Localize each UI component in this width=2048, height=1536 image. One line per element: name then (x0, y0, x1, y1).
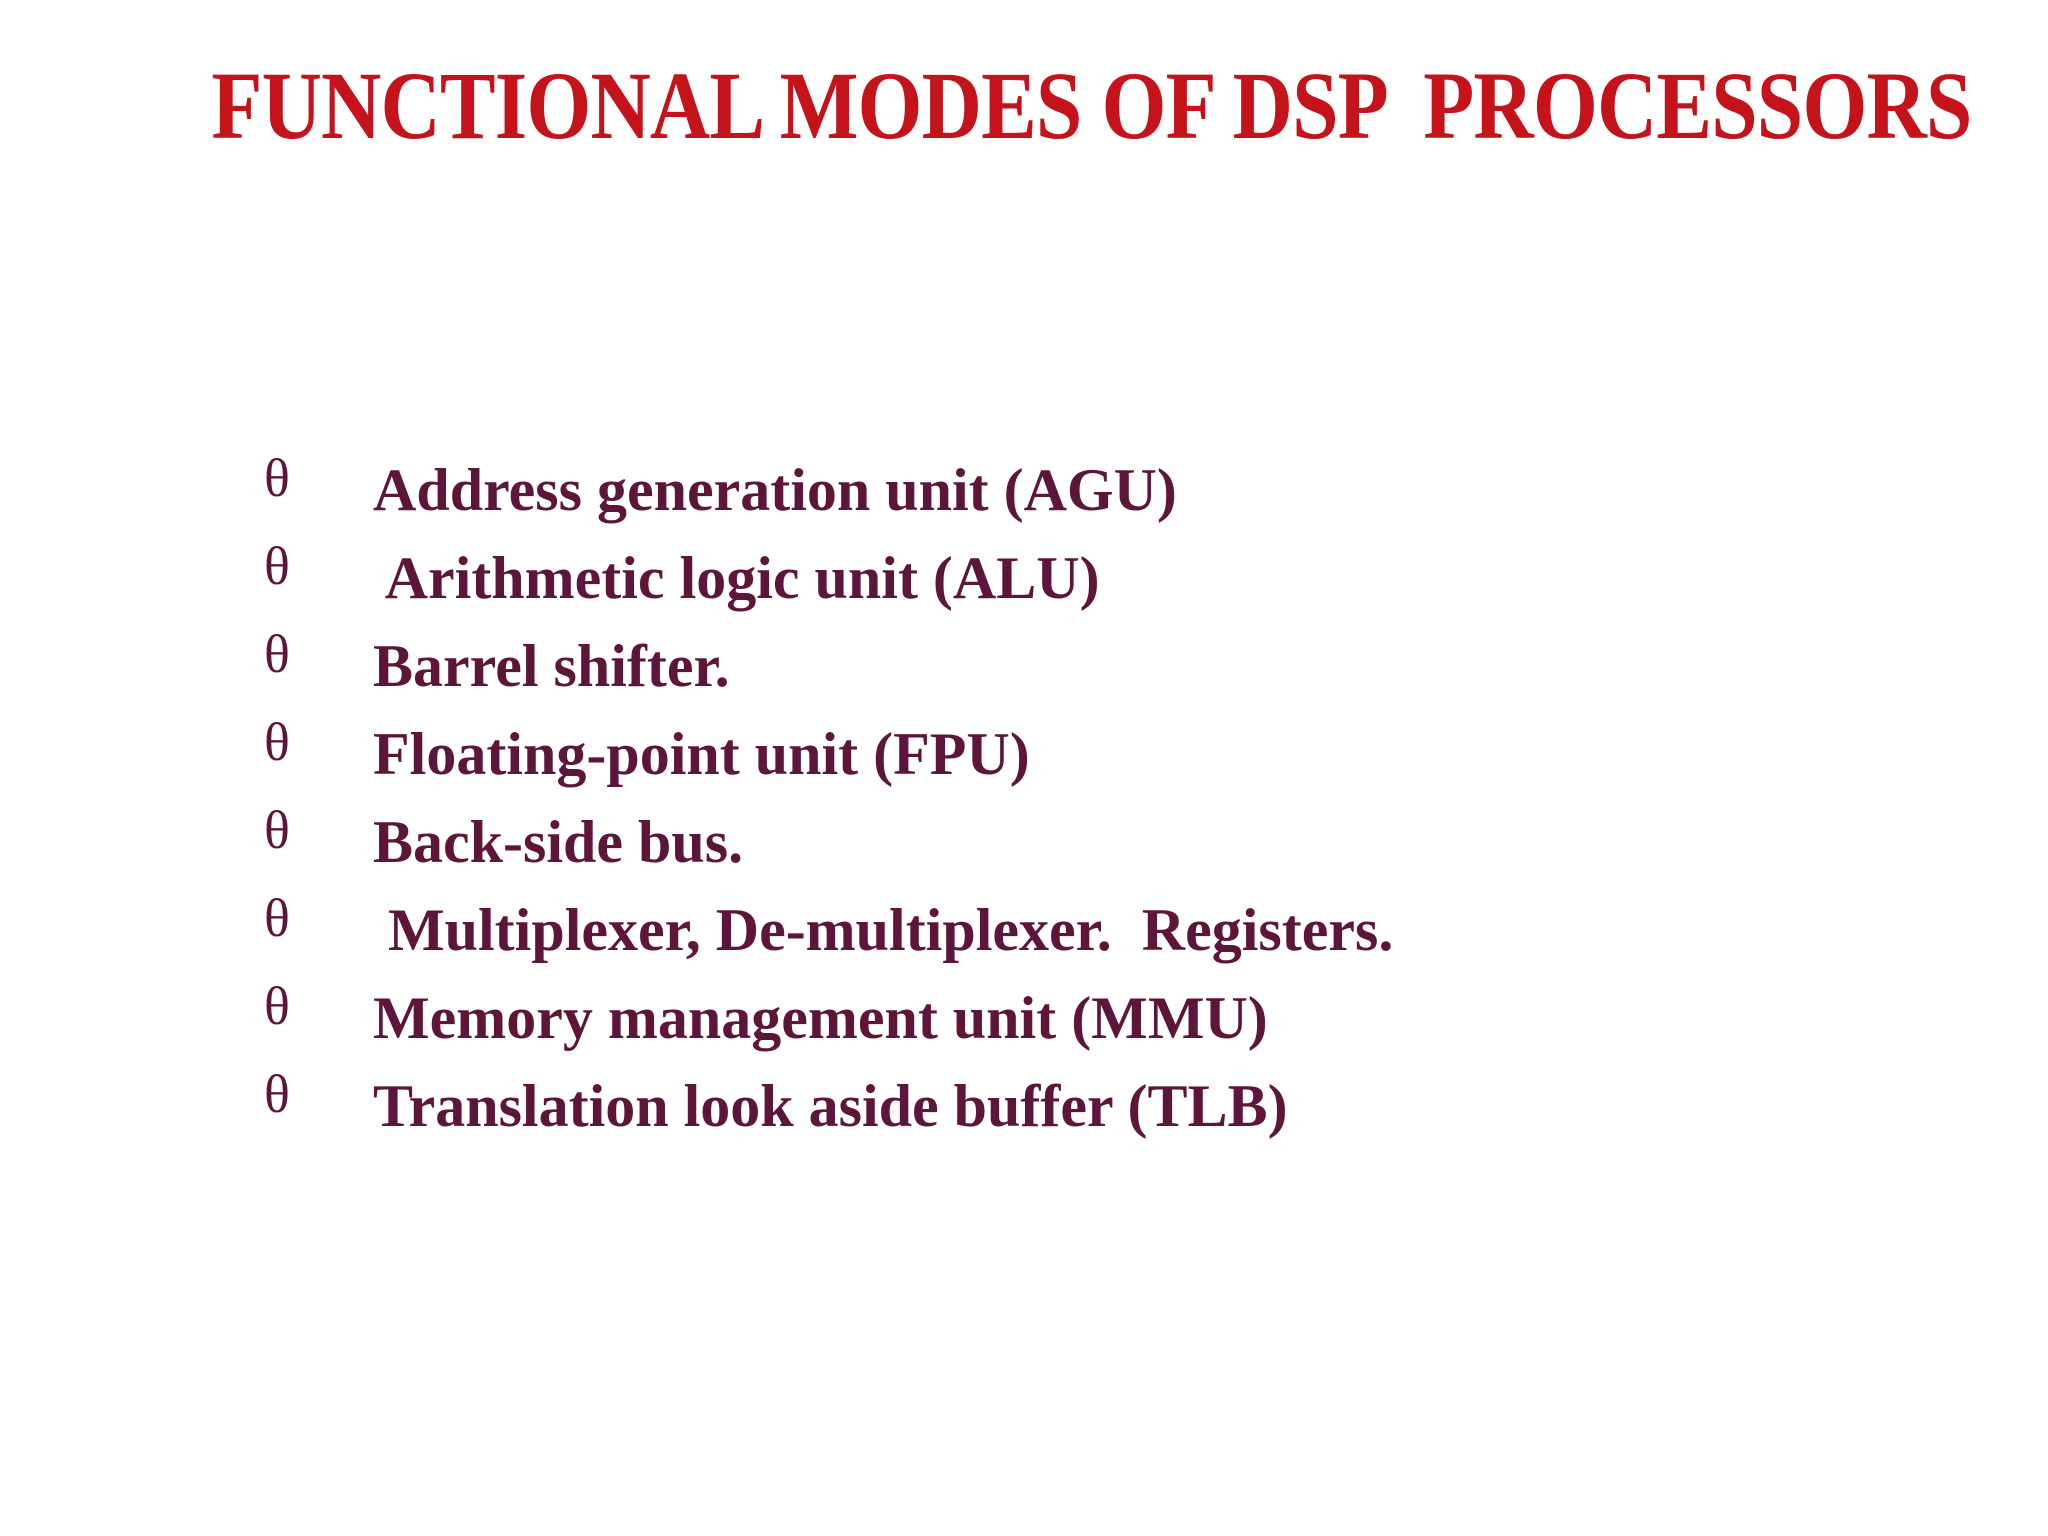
slide-title: FUNCTIONAL MODES OF DSP PROCESSORS (211, 52, 1972, 159)
theta-bullet-icon: θ (264, 448, 290, 508)
bullet-item-agu: θ Address generation unit (AGU) (0, 358, 2048, 523)
bullet-text: Floating-point unit (FPU) (373, 721, 1030, 787)
theta-bullet-icon: θ (264, 800, 290, 860)
theta-bullet-icon: θ (264, 624, 290, 684)
bullet-text: Back-side bus. (373, 809, 744, 875)
bullet-text: Multiplexer, De-multiplexer. Registers. (373, 897, 1394, 963)
bullet-item-alu: θ Arithmetic logic unit (ALU) (0, 446, 2048, 611)
theta-bullet-icon: θ (264, 888, 290, 948)
bullet-text: Address generation unit (AGU) (373, 457, 1177, 523)
bullet-list: θ Address generation unit (AGU) θ Arithme… (0, 358, 2048, 1139)
bullet-text: Barrel shifter. (373, 633, 730, 699)
bullet-text: Translation look aside buffer (TLB) (373, 1073, 1288, 1139)
bullet-text: Memory management unit (MMU) (373, 985, 1268, 1051)
bullet-item-multiplexer: θ Multiplexer, De-multiplexer. Registers… (0, 798, 2048, 963)
theta-bullet-icon: θ (264, 536, 290, 596)
bullet-text: Arithmetic logic unit (ALU) (373, 545, 1100, 611)
theta-bullet-icon: θ (264, 976, 290, 1036)
theta-bullet-icon: θ (264, 712, 290, 772)
theta-bullet-icon: θ (264, 1064, 290, 1124)
